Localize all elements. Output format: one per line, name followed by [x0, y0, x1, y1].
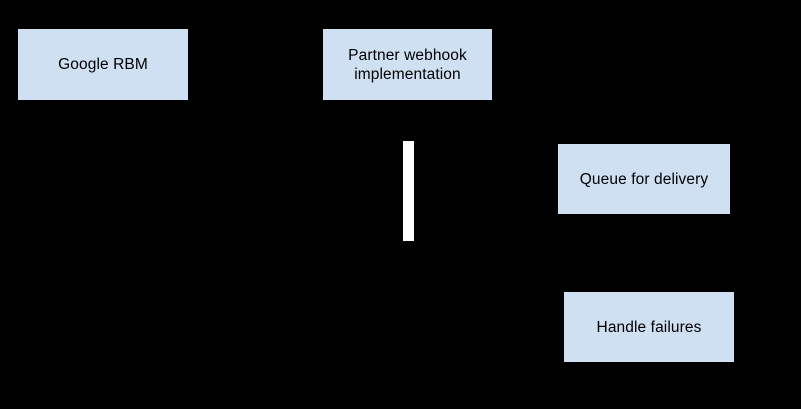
vertical-connector-line — [403, 141, 414, 241]
diagram-node-label: Google RBM — [58, 56, 148, 73]
diagram-node-label: Partner webhook implementation — [348, 46, 467, 83]
diagram-node-label: Handle failures — [596, 318, 702, 336]
diagram-node-partner-webhook-implementation[interactable]: Partner webhook implementation — [323, 29, 492, 100]
diagram-node-handle-failures[interactable]: Handle failures — [564, 292, 734, 362]
diagram-node-google-rbm[interactable]: Google RBM — [18, 29, 188, 100]
diagram-node-queue-for-delivery[interactable]: Queue for delivery — [558, 144, 730, 214]
diagram-node-label: Queue for delivery — [579, 170, 709, 188]
